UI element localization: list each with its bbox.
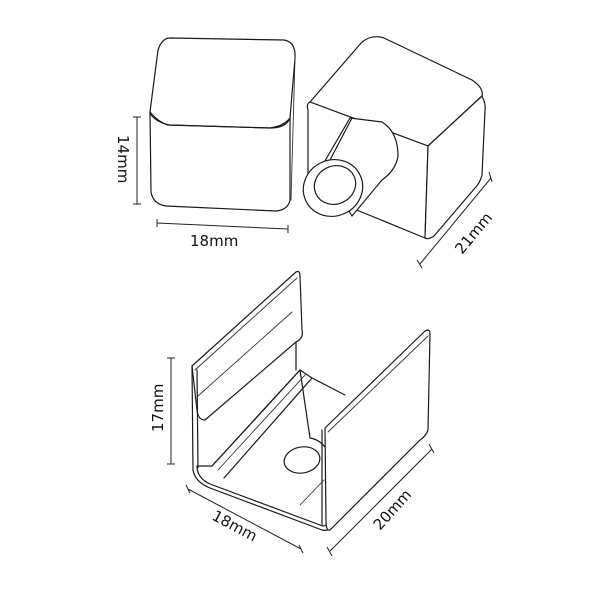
cap-depth-label: 21mm bbox=[451, 209, 496, 258]
clip-depth-label: 20mm bbox=[370, 486, 416, 534]
end-cap-closed bbox=[149, 37, 296, 212]
clip-width-label: 18mm bbox=[209, 507, 260, 546]
mounting-clip bbox=[191, 270, 431, 531]
dimension-clip-height: 17mm bbox=[149, 357, 175, 465]
cap-height-label: 14mm bbox=[114, 135, 132, 183]
dimension-cap-width: 18mm bbox=[156, 219, 289, 250]
dimension-cap-height: 14mm bbox=[114, 116, 141, 205]
cap-width-label: 18mm bbox=[190, 232, 238, 250]
clip-height-label: 17mm bbox=[149, 384, 167, 432]
end-cap-with-outlet bbox=[302, 36, 486, 240]
